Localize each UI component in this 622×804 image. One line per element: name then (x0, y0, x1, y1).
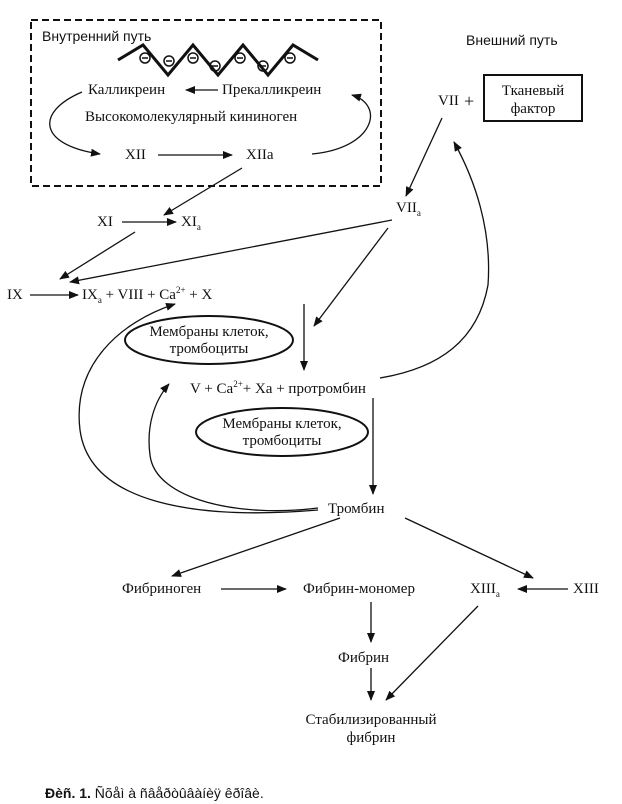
arrow-thrombin-to-xiiia (404, 517, 534, 579)
factor-viia-sub: a (416, 208, 421, 218)
factor-xii-label: XII (125, 147, 146, 163)
arrow-vii-to-viia (405, 117, 443, 197)
factor-ix-label: IX (7, 287, 23, 303)
thrombin-label: Тромбин (328, 501, 385, 517)
arrow-xia-to-ixa (59, 231, 136, 280)
arrow-thrombin-to-vii-loop (379, 141, 490, 379)
membranes-label-2: Мембраны клеток, тромбоциты (197, 416, 367, 450)
factor-xiia-label: XIIa (246, 147, 274, 163)
arrow-xiiia-to-stabilized (385, 605, 479, 701)
extrinsic-pathway-title: Внешний путь (466, 32, 558, 48)
membranes1-line2: тромбоциты (169, 341, 249, 357)
arrow-thrombin-to-fibrinogen (171, 517, 341, 577)
negative-charge-icons (139, 52, 296, 72)
prothrombin-ca-sup: 2+ (233, 379, 243, 389)
membranes-ellipse-1 (124, 315, 294, 365)
factor-xia-sub: a (196, 222, 201, 232)
membranes-ellipse-2 (195, 407, 369, 457)
tenase-complex-label: IXa + VIII + Ca2+ + X (82, 285, 213, 305)
tenase-rest-b: + X (185, 287, 213, 303)
hmwk-label: Высокомолекулярный кининоген (85, 109, 298, 125)
membranes-label-1: Мембраны клеток, тромбоциты (126, 324, 292, 358)
plus-sign: + (464, 91, 475, 111)
factor-viia-label: VIIa (396, 200, 421, 218)
stabilized-line2: фибрин (346, 730, 396, 746)
factor-xiiia-sub: a (495, 589, 500, 599)
factor-ixa-base: IX (82, 287, 98, 303)
prekallikrein-label: Прекалликреин (222, 82, 322, 98)
membranes1-line1: Мембраны клеток, (149, 324, 269, 340)
intrinsic-pathway-box (30, 19, 382, 187)
prothrombin-part-a: V + Ca (190, 381, 234, 397)
membranes2-line1: Мембраны клеток, (222, 416, 342, 432)
factor-viia-base: VII (396, 200, 417, 216)
factor-xia-base: XI (181, 214, 197, 230)
intrinsic-pathway-title: Внутренний путь (42, 28, 152, 44)
molecule-zigzag (117, 42, 319, 78)
arrow-xiia-to-xia (163, 167, 243, 216)
prothrombinase-complex-label: V + Ca2++ Xa + протромбин (190, 379, 366, 397)
caption-label: Ðèñ. 1. (45, 785, 91, 801)
tissue-factor-line2: фактор (510, 101, 556, 117)
arrow-thrombin-feedback-viii (78, 303, 319, 514)
prothrombin-part-b: + Xa + протромбин (242, 381, 366, 397)
factor-xia-label: XIa (181, 214, 201, 232)
arrow-thrombin-feedback-v (148, 383, 319, 512)
caption-text: Ñõåì à ñâåðòûâàíèÿ êðîâè. (94, 785, 264, 801)
fibrin-label: Фибрин (338, 650, 390, 666)
fibrin-monomer-label: Фибрин-мономер (303, 581, 415, 597)
stabilized-line1: Стабилизированный (305, 712, 437, 728)
arrow-xiia-loop (311, 93, 371, 155)
tenase-rest-a: + VIII + Ca (101, 287, 176, 303)
tissue-factor-box (483, 74, 583, 122)
arrow-viia-to-x (313, 227, 389, 327)
figure-caption: Ðèñ. 1. Ñõåì à ñâåðòûâàíèÿ êðîâè. (45, 786, 264, 800)
factor-xiiia-base: XIII (470, 581, 496, 597)
factor-xiii-label: XIII (573, 581, 599, 597)
factor-ixa-sub: a (97, 295, 102, 305)
kallikrein-label: Калликреин (88, 82, 166, 98)
factor-xiiia-label: XIIIa (470, 581, 500, 599)
tissue-factor-label: Тканевый фактор (484, 82, 582, 118)
factor-vii-label: VII (438, 93, 459, 109)
arrow-viia-to-ixa (69, 219, 393, 285)
membranes2-line2: тромбоциты (242, 433, 322, 449)
tenase-ca-sup: 2+ (175, 285, 186, 295)
stabilized-fibrin-label: Стабилизированный фибрин (281, 711, 461, 747)
fibrinogen-label: Фибриноген (122, 581, 202, 597)
arrow-kallikrein-loop (49, 91, 101, 157)
factor-xi-label: XI (97, 214, 113, 230)
tissue-factor-line1: Тканевый (501, 83, 565, 99)
